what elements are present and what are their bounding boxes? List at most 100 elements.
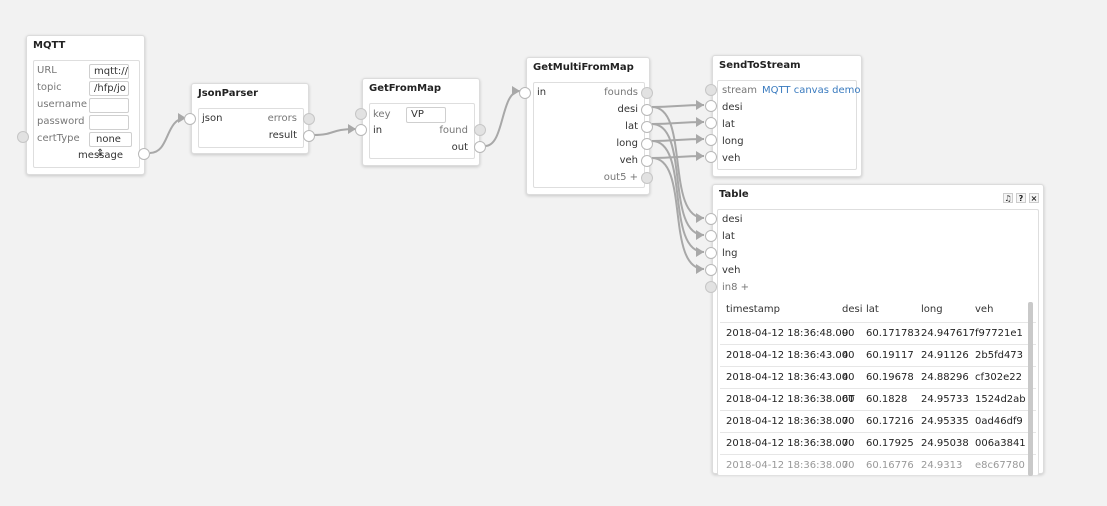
stream-veh-input-port[interactable] [705,151,717,163]
username-input[interactable] [89,98,129,113]
help-icon[interactable]: ? [1016,193,1026,203]
password-input[interactable] [89,115,129,130]
json-input-label: json [202,113,223,124]
message-output-port[interactable] [138,148,150,160]
getmultifrommap-node-body: in founds desi lat long veh out5 + [533,82,645,188]
col-header-veh[interactable]: veh [975,304,994,315]
table-lat-input-port[interactable] [705,230,717,242]
table-cell-timestamp: 2018-04-12 18:36:38.000 [726,438,855,449]
table-cell-desi: 7 [842,416,849,427]
table-lng-input-label: lng [722,248,738,259]
table-cell-veh: 0ad46df9 [975,416,1023,427]
col-header-timestamp[interactable]: timestamp [726,304,780,315]
table-cell-lat: 60.16776 [866,460,914,471]
table-cell-timestamp: 2018-04-12 18:36:38.000 [726,416,855,427]
getmultifrommap-node-title: GetMultiFromMap [533,62,634,73]
table-cell-lat: 60.171783 [866,328,921,339]
table-cell-timestamp: 2018-04-12 18:36:38.000 [726,394,855,405]
table-desi-input-label: desi [722,214,743,225]
json-input-port[interactable] [184,113,196,125]
table-cell-lat: 60.17925 [866,438,914,449]
getfrommap-node-title: GetFromMap [369,83,442,94]
stream-veh-input-label: veh [722,153,741,164]
stream-lat-input-label: lat [722,119,735,130]
mqtt-input-port[interactable] [17,131,29,143]
veh-output-port[interactable] [641,155,653,167]
message-output-label: message [78,150,123,161]
table-cell-timestamp: 2018-04-12 18:36:43.000 [726,350,855,361]
table-cell-timestamp: 2018-04-12 18:36:38.000 [726,460,855,471]
desi-output-port[interactable] [641,104,653,116]
close-icon[interactable]: × [1029,193,1039,203]
table-scrollbar[interactable] [1028,302,1033,476]
stream-long-input-port[interactable] [705,134,717,146]
result-output-port[interactable] [303,130,315,142]
founds-output-port[interactable] [641,87,653,99]
password-label: password [37,116,85,127]
getfrommap-node[interactable]: GetFromMap key VP in found out [355,78,486,166]
table-cell-timestamp: 2018-04-12 18:36:43.000 [726,372,855,383]
long-output-label: long [616,138,638,149]
stream-desi-input-port[interactable] [705,100,717,112]
stream-input-port[interactable] [705,84,717,96]
table-lng-input-port[interactable] [705,247,717,259]
table-cell-timestamp: 2018-04-12 18:36:48.000 [726,328,855,339]
url-input[interactable]: mqtt:// [89,64,129,79]
table-cell-long: 24.91126 [921,350,969,361]
table-cell-lat: 60.17216 [866,416,914,427]
wrench-icon[interactable]: ♫ [1003,193,1013,203]
table-desi-input-port[interactable] [705,213,717,225]
stream-value-link[interactable]: MQTT canvas demo [762,85,861,96]
in8-add-input-label[interactable]: in8 + [722,282,750,293]
table-cell-desi: 6T [842,394,855,405]
found-output-label: found [439,125,468,136]
result-output-label: result [268,130,297,141]
in-input-port[interactable] [355,124,367,136]
jsonparser-node[interactable]: JsonParser json errors result [184,83,315,154]
table-node-title: Table [719,189,749,200]
table-cell-desi: 9 [842,328,849,339]
username-label: username [37,99,87,110]
col-header-desi[interactable]: desi [842,304,863,315]
out5-output-port[interactable] [641,172,653,184]
veh-output-label: veh [619,155,638,166]
table-node[interactable]: Table ♫ ? × desi lat lng veh in8 + times… [705,184,1044,476]
mqtt-node-title: MQTT [33,40,66,51]
long-output-port[interactable] [641,138,653,150]
out5-add-output-label[interactable]: out5 + [603,172,638,183]
sendtostream-node[interactable]: SendToStream stream MQTT canvas demo des… [705,55,862,177]
mqtt-node[interactable]: MQTT URL mqtt:// topic /hfp/jo username … [17,35,150,175]
table-cell-veh: 2b5fd473 [975,350,1024,361]
table-cell-veh: cf302e22 [975,372,1022,383]
stream-lat-input-port[interactable] [705,117,717,129]
lat-output-port[interactable] [641,121,653,133]
topic-input[interactable]: /hfp/jo [89,81,129,96]
jsonparser-node-body: json errors result [198,108,304,148]
out-output-port[interactable] [474,141,486,153]
col-header-long[interactable]: long [921,304,943,315]
table-cell-veh: 006a3841 [975,438,1026,449]
out-output-label: out [451,142,468,153]
in8-input-port[interactable] [705,281,717,293]
found-output-port[interactable] [474,124,486,136]
table-cell-long: 24.88296 [921,372,969,383]
certtype-select[interactable]: none ⇕ [89,132,132,159]
key-input-port[interactable] [355,108,367,120]
col-header-lat[interactable]: lat [866,304,879,315]
table-veh-input-port[interactable] [705,264,717,276]
getmultifrommap-node[interactable]: GetMultiFromMap in founds desi lat long … [519,57,653,195]
getmulti-in-port[interactable] [519,87,531,99]
data-table[interactable]: timestamp desi lat long veh 2018-04-12 1… [720,298,1036,476]
errors-output-port[interactable] [303,113,315,125]
sendtostream-node-body: stream MQTT canvas demo desi lat long ve… [717,80,861,170]
table-cell-long: 24.95038 [921,438,969,449]
key-input[interactable]: VP [406,107,446,123]
certtype-label: certType [37,133,80,144]
